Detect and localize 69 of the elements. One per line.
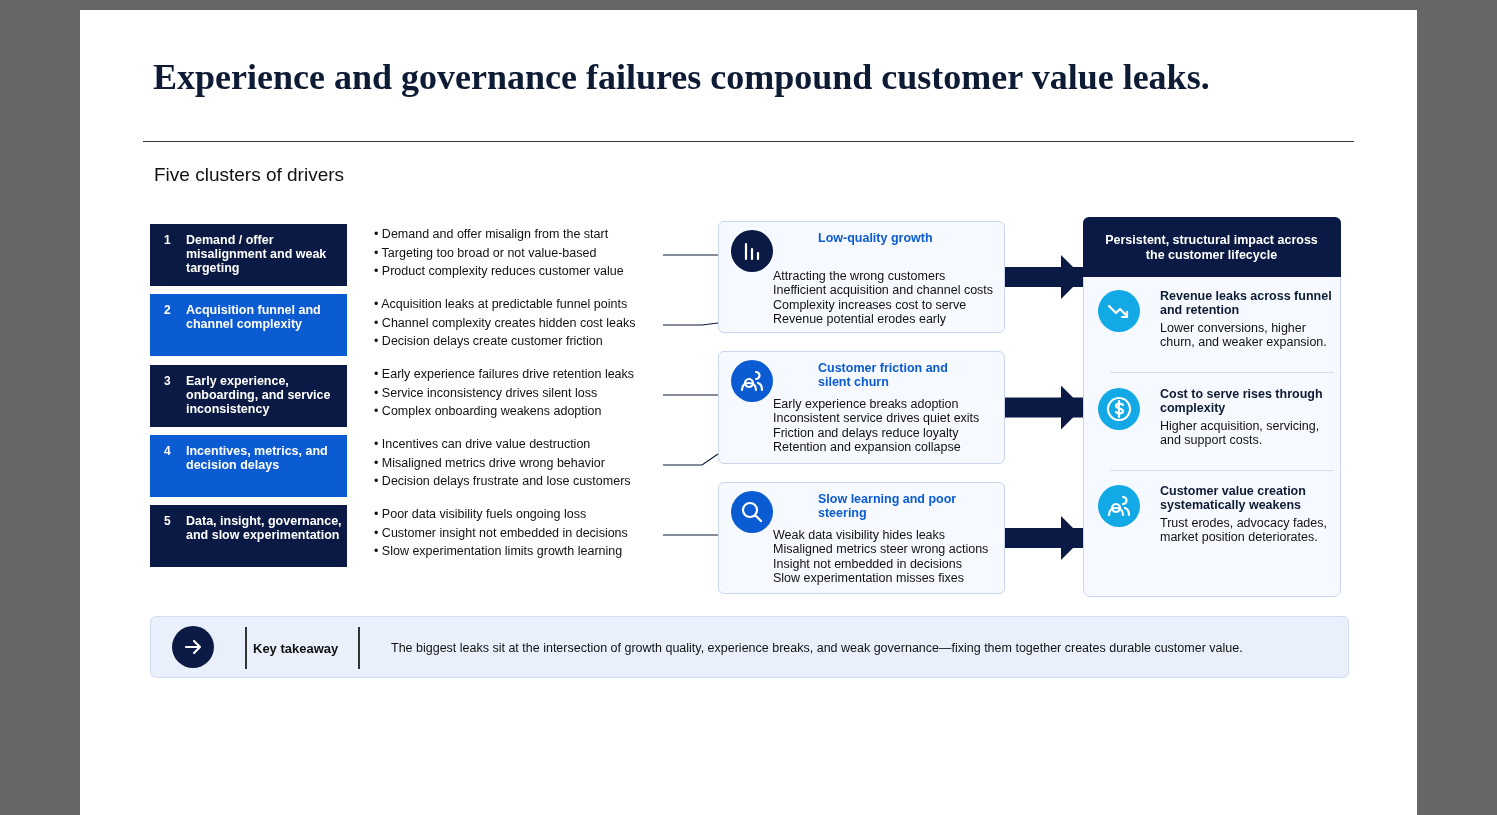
- block-arrow: [1005, 385, 1083, 430]
- card-text: Slow experimentation misses fixes: [773, 570, 965, 585]
- connector-line: [662, 322, 719, 326]
- impact-title: Revenue leaks across funnel and retention: [1160, 289, 1333, 317]
- takeaway-band: [150, 616, 1349, 678]
- outcome-card: [718, 351, 1005, 464]
- takeaway-label: Key takeaway: [253, 641, 339, 656]
- outcome-card: [718, 482, 1005, 594]
- card-text: Retention and expansion collapse: [773, 439, 961, 454]
- card-text: Misaligned metrics steer wrong actions: [773, 542, 989, 557]
- block-arrow: [1005, 516, 1083, 560]
- step-number: 2: [164, 303, 171, 317]
- outcome-card: [718, 221, 1005, 333]
- bullet-item: • Slow experimentation limits growth learning: [374, 544, 623, 558]
- connector-line: [662, 453, 719, 466]
- bullet-item: • Complex onboarding weakens adoption: [374, 404, 602, 418]
- card-text: Friction and delays reduce loyalty: [773, 425, 959, 440]
- driver-box: [150, 365, 347, 427]
- step-number: 1: [164, 233, 171, 247]
- bullet-item: • Service inconsistency drives silent loss: [374, 385, 598, 400]
- driver-title: Data, insight, governance, and slow experimentation: [186, 514, 342, 542]
- card-title: Slow learning and poor steering: [818, 492, 958, 520]
- card-text: Complexity increases cost to serve: [773, 297, 967, 312]
- driver-box: [150, 505, 347, 567]
- block-arrow: [1005, 255, 1083, 299]
- card-text: Inefficient acquisition and channel costs: [773, 283, 994, 298]
- driver-title: Incentives, metrics, and decision delays: [186, 444, 329, 472]
- panel-header: Persistent, structural impact across the customer lifecycle: [1082, 216, 1341, 277]
- bullet-item: • Acquisition leaks at predictable funnel points: [374, 297, 628, 311]
- takeaway-text: The biggest leaks sit at the intersection of growth quality, experience breaks, and weak governance—fixing them together creates durable customer value.: [391, 641, 1244, 655]
- card-text: Revenue potential erodes early: [773, 311, 947, 326]
- driver-title: Acquisition funnel and channel complexity: [186, 303, 322, 331]
- bullet-item: • Early experience failures drive retention leaks: [374, 367, 635, 381]
- impact-text: Trust erodes, advocacy fades, market position deteriorates.: [1160, 516, 1328, 544]
- card-text: Inconsistent service drives quiet exits: [773, 411, 980, 426]
- card-title: Low-quality growth: [818, 231, 934, 245]
- step-number: 5: [164, 514, 171, 528]
- bullet-item: • Customer insight not embedded in decisions: [374, 525, 628, 540]
- driver-box: [150, 435, 347, 497]
- bullet-item: • Incentives can drive value destruction: [374, 437, 591, 451]
- bullet-item: • Product complexity reduces customer value: [374, 264, 624, 278]
- driver-title: Early experience, onboarding, and service inconsistency: [186, 374, 332, 416]
- bullet-item: • Demand and offer misalign from the start: [374, 227, 609, 241]
- driver-box: [150, 294, 347, 356]
- subtitle: Five clusters of drivers: [154, 164, 345, 186]
- connector-line: [662, 254, 719, 256]
- slide-title: Experience and governance failures compound customer value leaks.: [153, 56, 1211, 98]
- card-text: Weak data visibility hides leaks: [773, 528, 946, 542]
- bullet-item: • Poor data visibility fuels ongoing loss: [374, 507, 587, 521]
- card-text: Insight not embedded in decisions: [773, 556, 962, 571]
- impact-panel: [1083, 217, 1341, 597]
- impact-text: Higher acquisition, servicing, and support costs.: [1160, 419, 1321, 447]
- card-text: Early experience breaks adoption: [773, 397, 959, 411]
- impact-title: Cost to serve rises through complexity: [1160, 387, 1324, 415]
- bullet-item: • Decision delays create customer friction: [374, 334, 603, 348]
- bullet-item: • Targeting too broad or not value-based: [374, 245, 597, 260]
- driver-box: [150, 224, 347, 286]
- card-text: Attracting the wrong customers: [773, 269, 946, 283]
- bullet-item: • Misaligned metrics drive wrong behavior: [374, 455, 605, 470]
- step-number: 3: [164, 374, 171, 388]
- impact-title: Customer value creation systematically weakens: [1160, 484, 1307, 512]
- bullet-item: • Decision delays frustrate and lose customers: [374, 474, 631, 488]
- bullet-item: • Channel complexity creates hidden cost leaks: [374, 315, 636, 330]
- card-title: Customer friction and silent churn: [818, 361, 949, 389]
- connector-line: [662, 534, 719, 536]
- connector-line: [662, 394, 719, 396]
- impact-text: Lower conversions, higher churn, and weaker expansion.: [1160, 321, 1328, 349]
- driver-title: Demand / offer misalignment and weak targeting: [186, 233, 328, 275]
- step-number: 4: [164, 444, 171, 458]
